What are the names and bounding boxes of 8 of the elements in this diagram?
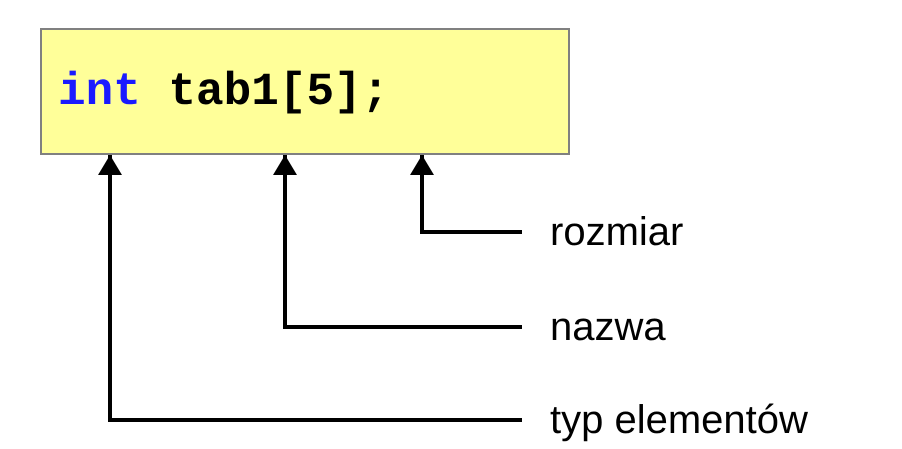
annotation-label: typ elementów	[550, 396, 808, 444]
annotation-label: nazwa	[550, 303, 666, 351]
leader-line	[410, 155, 522, 234]
annotation-label: rozmiar	[550, 208, 684, 256]
leader-line	[273, 155, 522, 329]
leader-line	[98, 155, 522, 422]
code-box	[40, 28, 570, 155]
code-text: int tab1[5];	[58, 66, 390, 118]
